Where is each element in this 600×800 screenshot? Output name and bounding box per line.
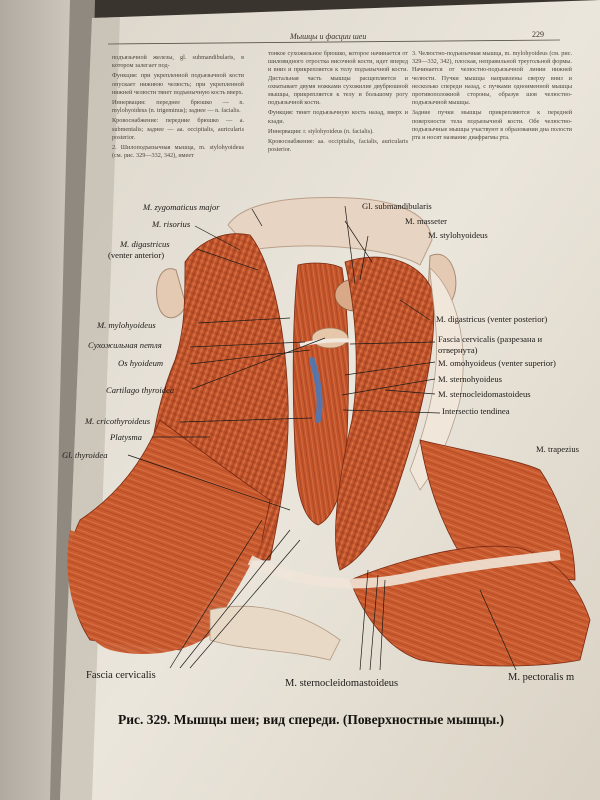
text-paragraph: Функция: тянет подъязычную кость назад, … xyxy=(268,109,408,125)
jaw-skin xyxy=(227,197,433,266)
label-omohyoideus: M. omohyoideus (venter superior) xyxy=(438,358,556,368)
label-zygomaticus-major: M. zygomaticus major xyxy=(143,202,220,212)
label-os-hyoideum: Os hyoideum xyxy=(118,358,164,368)
figure-caption: Рис. 329. Мышцы шеи; вид спереди. (Повер… xyxy=(118,712,505,727)
label-gl-thyroidea: Gl. thyroidea xyxy=(62,450,108,460)
label-stylohyoideus: M. stylohyoideus xyxy=(428,230,488,240)
text-paragraph: Иннервация: переднее брюшко — n. mylohyo… xyxy=(112,99,244,115)
label-mylohyoideus: M. mylohyoideus xyxy=(97,320,156,330)
label-fascia-cervicalis-cut: Fascia cervicalis (разрезана и xyxy=(438,334,543,344)
label-sternohyoideus: M. sternohyoideus xyxy=(438,374,502,384)
text-paragraph: подъязычной железы, gl. submandibularis,… xyxy=(112,54,244,70)
label-sternocleidomastoideus-right: M. sternocleidomastoideus xyxy=(438,389,531,399)
text-paragraph: Задние пучки мышцы прикрепляются к перед… xyxy=(412,109,572,142)
label-gl-submandibularis: Gl. submandibularis xyxy=(362,201,432,211)
label-cartilago-thyroidea: Cartilago thyroidea xyxy=(106,385,175,395)
text-column-3: 3. Челюстно-подъязычная мышца, m. mylohy… xyxy=(412,50,572,144)
clavicle xyxy=(247,550,561,589)
text-paragraph: Кровоснабжение: передние брюшко — a. sub… xyxy=(112,117,244,141)
label-sternocleidomastoideus-bottom: M. sternocleidomastoideus xyxy=(285,678,399,689)
sternal-fascia xyxy=(209,605,341,661)
page-number: 229 xyxy=(532,30,544,39)
label-cricothyroideus: M. cricothyroideus xyxy=(85,416,151,426)
text-paragraph: Функция: при укрепленной подъязычной кос… xyxy=(112,72,244,96)
label-platysma: Platysma xyxy=(110,432,142,442)
label-risorius: M. risorius xyxy=(152,219,191,229)
label-pectoralis: M. pectoralis m xyxy=(508,672,575,683)
label-tendon-loop: Сухожильная петля xyxy=(88,340,162,350)
label-venter-anterior: (venter anterior) xyxy=(108,250,165,260)
text-paragraph: 3. Челюстно-подъязычная мышца, m. mylohy… xyxy=(412,50,572,107)
fascia-folded xyxy=(409,267,464,491)
leader-lines xyxy=(127,205,517,671)
label-fascia-cervicalis: Fascia cervicalis xyxy=(86,670,156,681)
text-paragraph: Иннервация: r. stylohyoideus (n. faciali… xyxy=(268,127,374,135)
label-masseter: M. masseter xyxy=(405,216,448,226)
text-paragraph: Кровоснабжение: aa. occipitalis, faciali… xyxy=(268,138,408,154)
left-ear xyxy=(156,268,187,319)
thyroid-cartilage xyxy=(311,327,349,349)
right-trapezius xyxy=(419,439,576,581)
text-paragraph: тонкое сухожильное брюшко, которое начин… xyxy=(268,50,408,107)
text-column-1: подъязычной железы, gl. submandibularis,… xyxy=(112,54,244,162)
label-digastricus-posterior: M. digastricus (venter posterior) xyxy=(436,314,548,324)
label-trapezius: M. trapezius xyxy=(536,444,579,454)
text-column-2: тонкое сухожильное брюшко, которое начин… xyxy=(268,50,408,156)
label-intersectio-tendinea: Intersectio tendinea xyxy=(442,406,510,416)
label-digastricus: M. digastricus xyxy=(120,239,170,249)
running-title: Мышцы и фасции шеи xyxy=(290,32,367,41)
vessel xyxy=(309,357,323,423)
text-paragraph: 2. Шилоподъязычная мышца, m. stylohyoide… xyxy=(112,144,244,160)
label-fascia-cervicalis-cut-2: отвернута) xyxy=(438,345,478,355)
